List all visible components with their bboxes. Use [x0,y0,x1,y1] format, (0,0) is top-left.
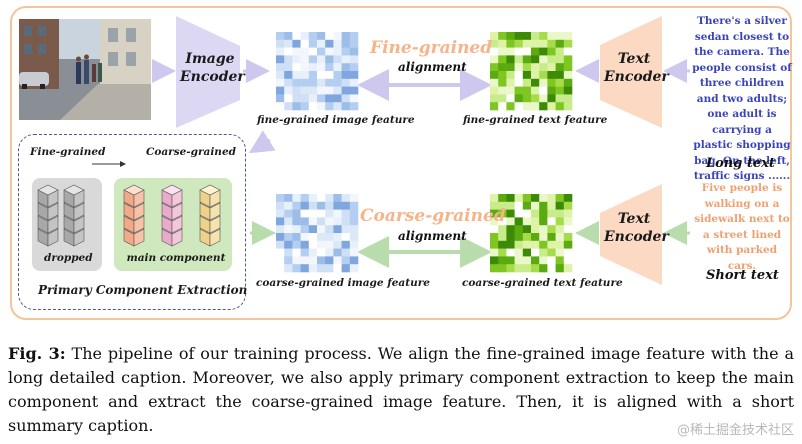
pce-direction-arrowhead [120,161,126,167]
image-encoder-label: Image Encoder [180,51,245,85]
dropped-cubes [37,184,85,247]
short-text-label: Short text [706,268,779,283]
fine-text-feature-caption: fine-grained text feature [463,114,608,126]
fine-image-feature-map [276,32,359,111]
text-encoder-bottom-shape [600,184,662,285]
feature-to-pce-arrow [248,130,276,154]
fine-alignment-label: alignment [398,60,467,74]
figure-caption: Fig. 3: The pipeline of our training pro… [8,342,794,438]
pce-coarse-grained-label: Coarse-grained [146,146,236,158]
watermark: @稀土掘金技术社区 [676,423,794,438]
pce-fine-grained-label: Fine-grained [30,146,106,158]
fine-image-feature-caption: fine-grained image feature [257,114,415,126]
text-encoder-top-shape [600,16,662,128]
short-caption-text: Five people is walking on a sidewalk nex… [694,182,790,272]
text-encoder-bottom-label: Text Encoder [604,211,669,245]
coarse-image-feature-map [276,194,359,273]
main-component-cubes [123,184,221,247]
coarse-image-feature-caption: coarse-grained image feature [256,277,430,289]
main-component-label: main component [126,252,226,264]
primary-component-extraction-box [18,134,246,310]
long-caption-text: There's a silver sedan closest to the ca… [692,15,792,182]
long-text-label: Long text [706,156,775,171]
diagram-frame [10,6,792,320]
coarse-alignment-label: alignment [398,229,467,243]
image-encoder-shape [176,16,240,128]
coarse-grained-title: Coarse-grained [360,206,506,226]
coarse-text-feature-map [490,194,573,273]
dropped-label: dropped [44,252,93,264]
fine-text-feature-map [490,32,573,111]
pce-title: Primary Component Extraction [38,283,248,297]
text-encoder-top-label: Text Encoder [604,51,669,85]
coarse-text-feature-caption: coarse-grained text feature [462,277,623,289]
figure-caption-text: The pipeline of our training process. We… [8,344,794,435]
street-photo [19,19,151,120]
fine-grained-title: Fine-grained [370,38,493,58]
figure-label: Fig. 3: [8,344,66,363]
